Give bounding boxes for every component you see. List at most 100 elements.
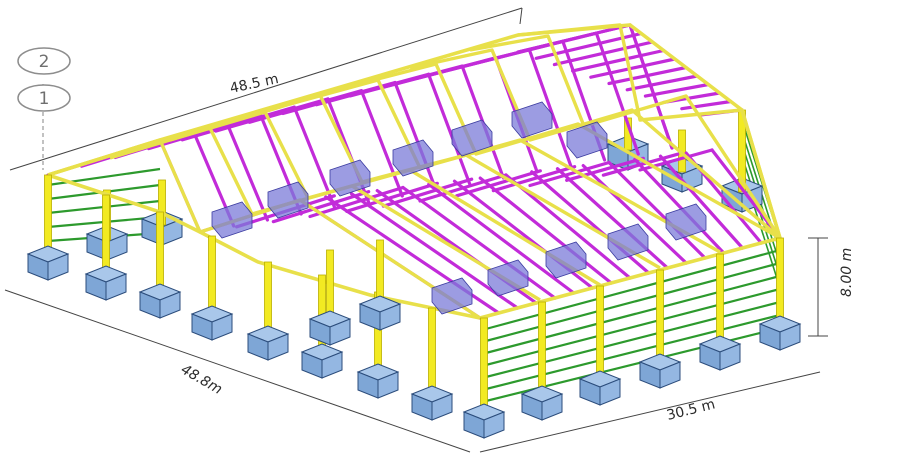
roof-front-slope-2-purlin bbox=[658, 154, 745, 250]
skylight-panel bbox=[487, 259, 529, 297]
skylight-panel bbox=[511, 101, 553, 139]
footing-front bbox=[84, 265, 128, 301]
footing-side-right bbox=[599, 378, 621, 406]
footing-front bbox=[138, 283, 182, 319]
roof-back-upper-purlin bbox=[643, 82, 711, 98]
girt-front-wall bbox=[481, 313, 781, 392]
dim-line-length-side bbox=[4, 289, 471, 453]
roof-front-slope-2-purlin bbox=[349, 192, 520, 310]
roof-back-upper-purlin bbox=[589, 57, 677, 79]
roof-back-upper-purlin bbox=[607, 65, 688, 86]
footing-side-right bbox=[659, 361, 681, 389]
roof-back-upper-purlin bbox=[552, 40, 655, 67]
footing-side-right bbox=[329, 318, 351, 346]
column-front-wall bbox=[656, 269, 664, 369]
roof-back-upper-purlin bbox=[516, 23, 632, 54]
footing-side-right bbox=[47, 253, 69, 281]
level-2-bubble bbox=[17, 47, 71, 75]
roof-back-slope-2-purlin bbox=[225, 121, 270, 222]
footing-front bbox=[246, 325, 290, 361]
footing-side-right bbox=[379, 303, 401, 331]
footing-front bbox=[26, 245, 70, 281]
skylight-panel bbox=[545, 241, 587, 279]
level-markers: 2 1 bbox=[17, 47, 71, 170]
roof-front-slope-1-purlin bbox=[345, 181, 439, 213]
footing-front-wall bbox=[758, 315, 802, 351]
roof-rafter bbox=[349, 62, 781, 240]
roof-front-slope-1-purlin bbox=[455, 169, 542, 198]
footing-front-wall bbox=[578, 370, 622, 406]
roof-front-slope-2-purlin bbox=[633, 157, 726, 255]
roof-front-slope-2-purlin bbox=[607, 160, 707, 260]
roof-front-slope-2-purlin bbox=[581, 164, 688, 265]
roof-back-upper-purlin bbox=[680, 99, 733, 111]
roof-back-upper-purlin bbox=[625, 74, 699, 92]
footing-front bbox=[190, 305, 234, 341]
footing-mid bbox=[358, 295, 402, 331]
footing-side-right bbox=[267, 333, 289, 361]
footing-side-right bbox=[779, 323, 801, 351]
footing-front-wall bbox=[638, 353, 682, 389]
roof-front-slope-2-purlin bbox=[555, 167, 670, 270]
skylight-panel bbox=[431, 277, 473, 315]
skylight-panel bbox=[451, 119, 493, 157]
footing-side-right bbox=[719, 343, 741, 371]
roof-front-slope-2-purlin bbox=[401, 185, 557, 300]
roof-back-slope-2-purlin bbox=[426, 72, 472, 186]
footing-side-right bbox=[159, 291, 181, 319]
footing-side-right bbox=[541, 393, 563, 421]
skylight-panel bbox=[211, 201, 253, 239]
footing-front bbox=[356, 363, 400, 399]
dim-line-length-top bbox=[9, 7, 523, 171]
column-front-wall bbox=[538, 301, 546, 401]
girt-front-wall bbox=[481, 261, 781, 344]
level-2-label: 2 bbox=[39, 52, 50, 72]
dimension-height: 8.00 m bbox=[839, 248, 855, 297]
footing-front-wall bbox=[698, 335, 742, 371]
roof-front-slope-2-purlin bbox=[427, 182, 576, 295]
dim-line-width bbox=[479, 371, 821, 453]
footings-front bbox=[26, 245, 802, 439]
girt-front-wall bbox=[481, 274, 781, 356]
footing-side-right bbox=[321, 351, 343, 379]
level-1-bubble bbox=[17, 84, 71, 112]
roof-front-slope-1-purlin bbox=[271, 190, 371, 224]
dimension-lines bbox=[4, 7, 828, 453]
level-1-label: 1 bbox=[39, 89, 50, 109]
column-front-wall bbox=[596, 285, 604, 386]
column-valley bbox=[480, 317, 488, 419]
roof-back-slope-2-purlin bbox=[393, 80, 438, 192]
dimension-width: 30.5 m bbox=[665, 396, 717, 423]
level-marker-2[interactable]: 2 bbox=[17, 47, 71, 75]
skylight-panel bbox=[665, 203, 707, 241]
footing-side-right bbox=[431, 393, 453, 421]
skylight-panel bbox=[607, 223, 649, 261]
level-marker-1[interactable]: 1 bbox=[17, 84, 71, 112]
roof-back-slope-2-purlin bbox=[527, 48, 573, 168]
roof-back-slope-2-purlin bbox=[359, 89, 404, 198]
girt-front-wall bbox=[481, 300, 781, 380]
roof-front-slope-2-purlin bbox=[478, 176, 613, 285]
footing-side-right bbox=[377, 371, 399, 399]
girt-front-wall bbox=[481, 248, 781, 332]
footing-side-right bbox=[105, 273, 127, 301]
footing-side-right bbox=[211, 313, 233, 341]
footing-front-wall bbox=[520, 385, 564, 421]
roof-edge-front-eave bbox=[479, 236, 781, 320]
footing-front bbox=[300, 343, 344, 379]
girt-front-wall bbox=[481, 287, 781, 368]
dimension-length-side: 48.8m bbox=[178, 362, 225, 398]
roof-edge-right bbox=[740, 109, 782, 239]
roof-back-upper-purlin bbox=[570, 48, 666, 73]
roof-front-slope-1-purlin bbox=[565, 156, 645, 182]
roof-edge-back bbox=[47, 23, 744, 177]
footing-mid bbox=[308, 310, 352, 346]
skylight-panel bbox=[392, 139, 434, 177]
footing-side-right bbox=[483, 411, 505, 439]
skylight-panel bbox=[566, 121, 608, 159]
skylight-panel bbox=[267, 181, 309, 219]
footing-front bbox=[462, 403, 506, 439]
roof-front-slope-1-purlin bbox=[308, 185, 405, 219]
